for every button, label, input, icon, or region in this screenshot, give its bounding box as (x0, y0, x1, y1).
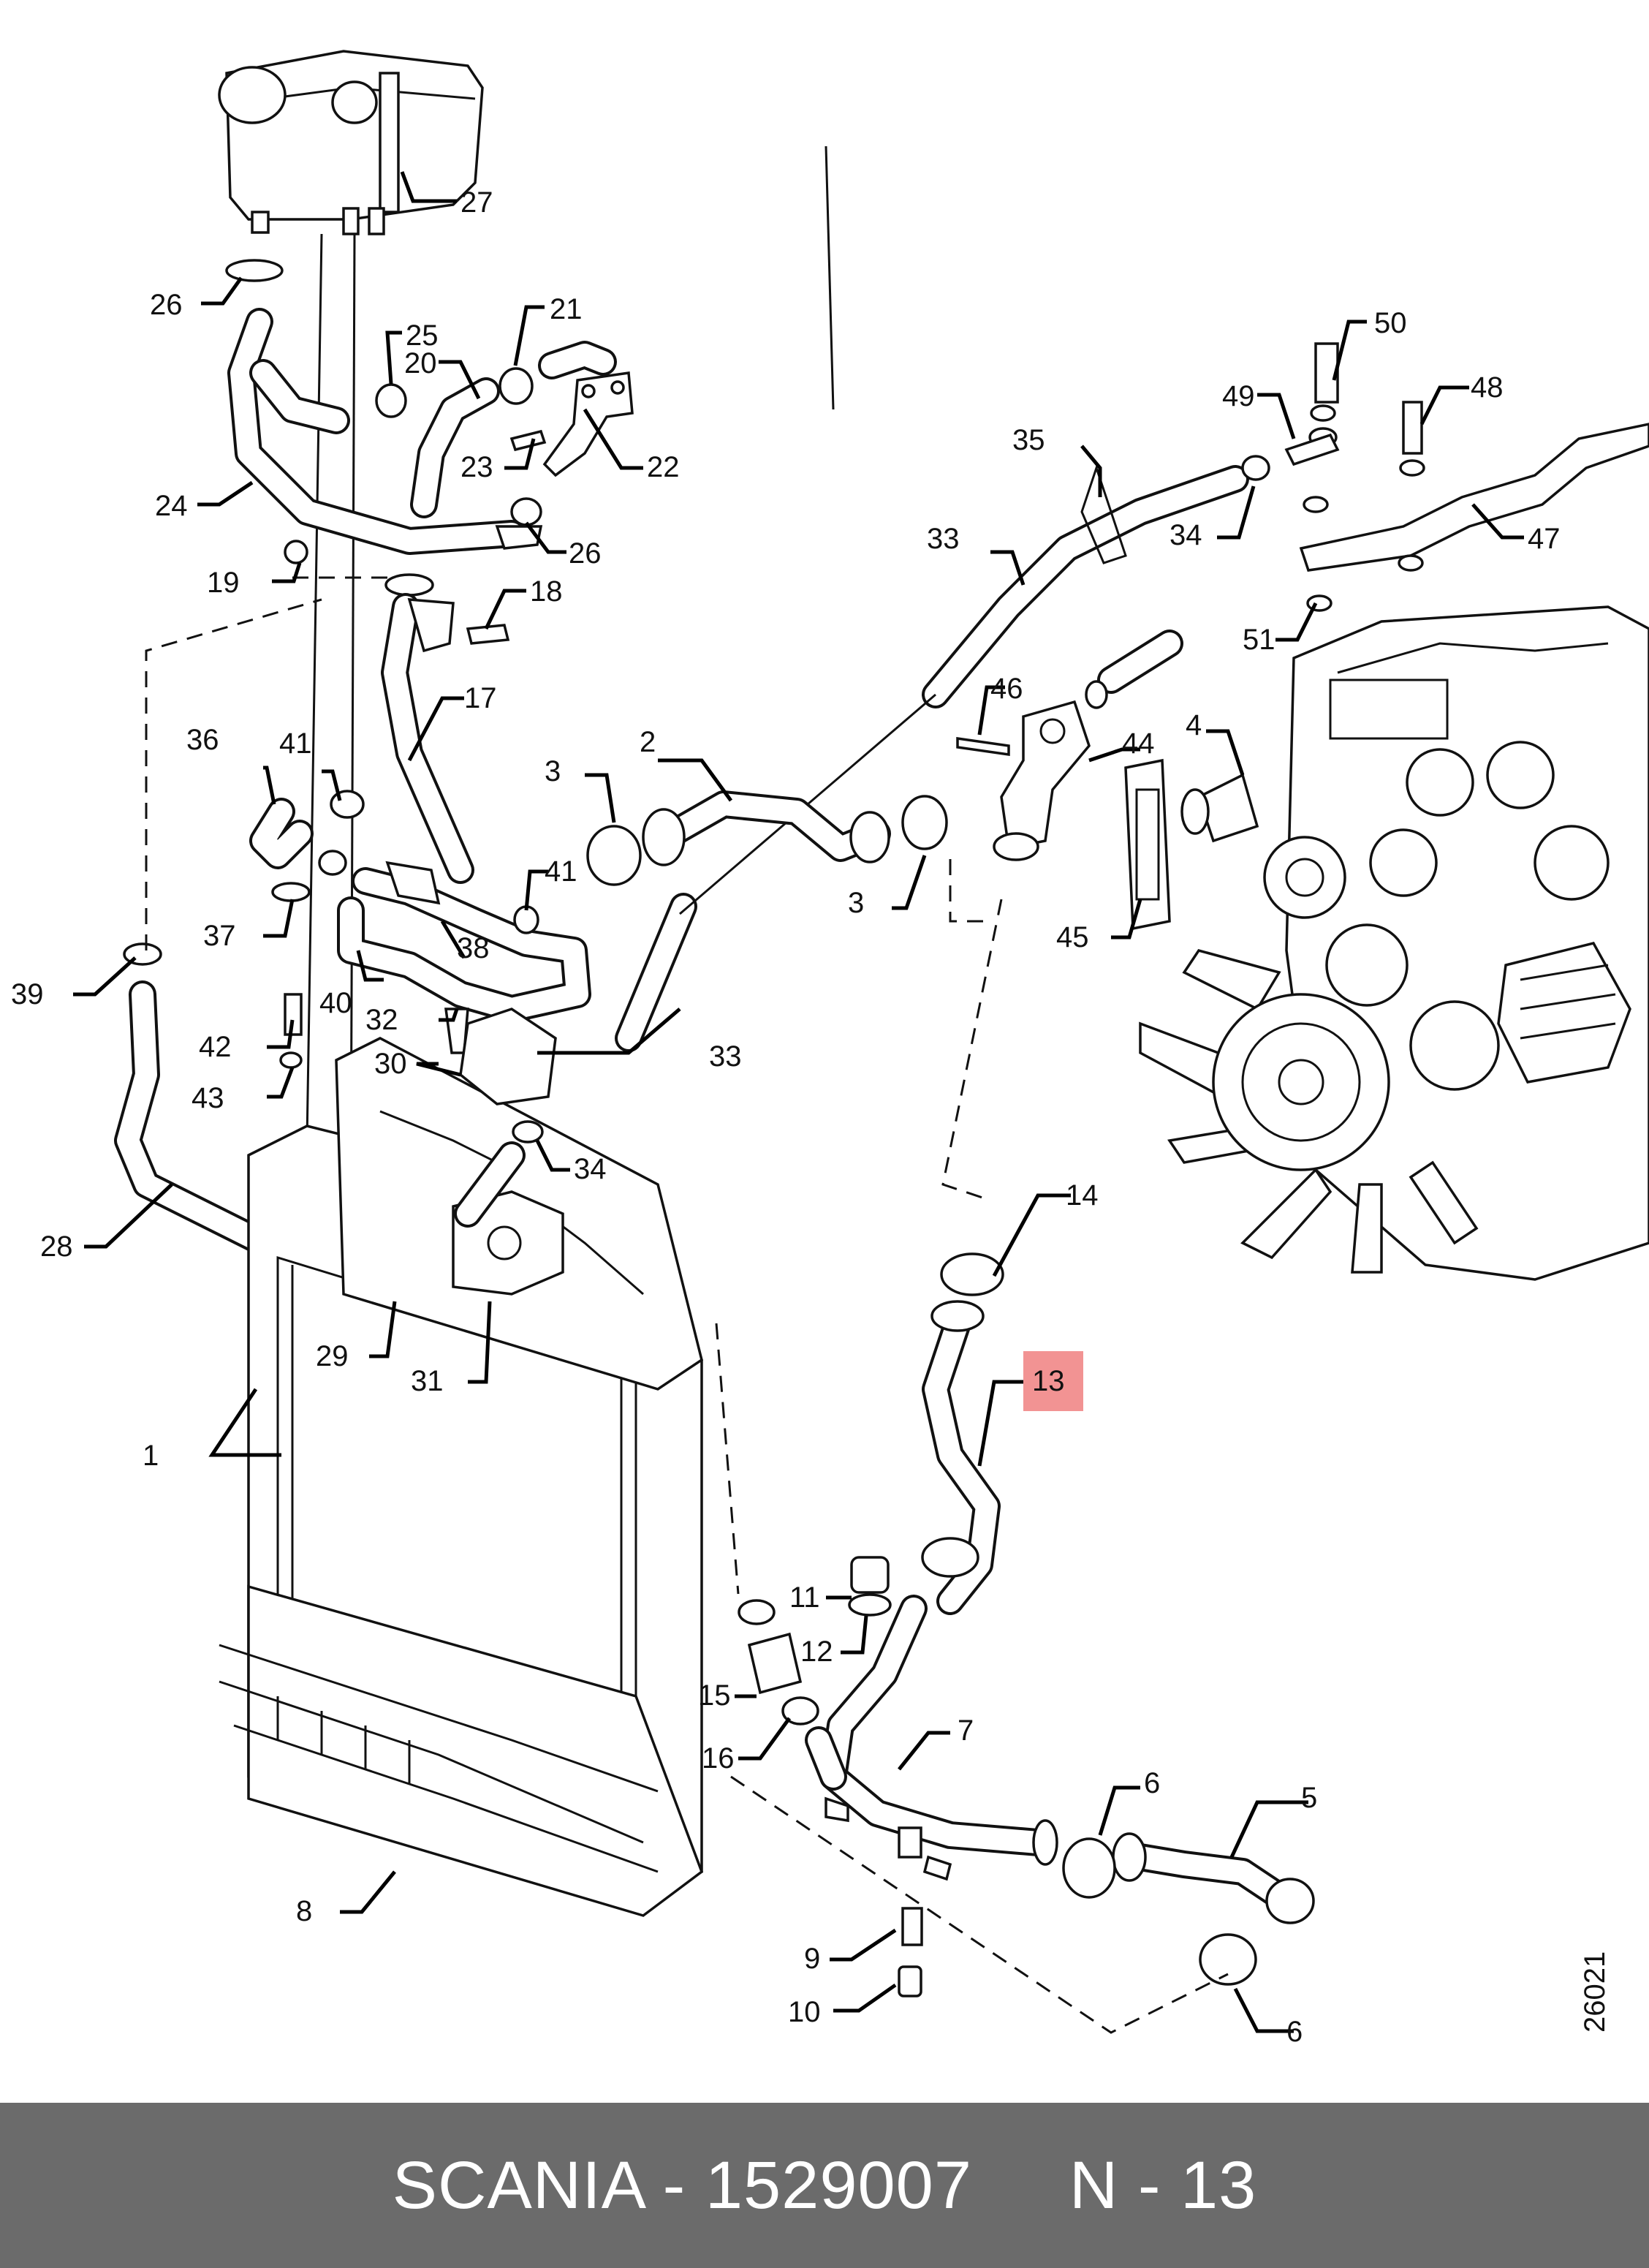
callout-6a: 6 (1144, 1767, 1160, 1799)
callout-27: 27 (460, 186, 493, 219)
small-parts-9-16 (738, 1556, 923, 1997)
footer-caption: SCANIA - 1529007 N - 13 (392, 2147, 1257, 2223)
callout-3b: 3 (848, 887, 864, 919)
callout-45: 45 (1056, 921, 1089, 953)
expansion-tank (218, 50, 484, 235)
callout-8: 8 (296, 1895, 312, 1927)
diagram-code: 26021 (1579, 1951, 1611, 2033)
fan (1139, 948, 1479, 1274)
callout-24: 24 (155, 490, 188, 522)
callout-37: 37 (203, 920, 236, 952)
callout-51: 51 (1243, 624, 1275, 656)
thermostat-housing (452, 1008, 564, 1296)
leader-lines (73, 171, 1524, 2033)
parts-diagram: 1 2 3 3 4 5 6 6 7 8 9 10 11 12 13 14 15 … (11, 50, 1649, 2048)
callout-2: 2 (640, 726, 656, 758)
callout-40: 40 (319, 987, 352, 1019)
callout-10: 10 (788, 1996, 821, 2028)
hose-33 (615, 455, 1270, 1052)
callout-31: 31 (411, 1365, 444, 1397)
callout-26b: 26 (569, 537, 602, 570)
hose-13 (921, 1252, 1004, 1615)
callout-17: 17 (464, 682, 497, 714)
footer-bar: SCANIA - 1529007 N - 13 (0, 2103, 1649, 2268)
callout-15: 15 (698, 1679, 731, 1712)
callout-5: 5 (1301, 1782, 1317, 1814)
callout-20: 20 (404, 347, 437, 379)
callout-1: 1 (143, 1440, 159, 1472)
hose-21 (538, 341, 617, 379)
clamps-upper (225, 259, 547, 597)
hose-40 (337, 867, 591, 1023)
callout-7: 7 (958, 1715, 974, 1747)
callout-41a: 41 (279, 727, 312, 760)
callout-12: 12 (800, 1636, 833, 1668)
callout-30: 30 (374, 1048, 407, 1080)
callout-9: 9 (804, 1943, 820, 1975)
hose-20 (410, 377, 500, 518)
callout-6b: 6 (1286, 2016, 1303, 2048)
callout-22: 22 (647, 451, 680, 483)
bracket-47 (1284, 342, 1649, 612)
callout-25: 25 (406, 320, 439, 352)
lower-frame (219, 1644, 659, 1873)
callout-29: 29 (316, 1340, 349, 1372)
callout-34b: 34 (574, 1153, 607, 1185)
small-fittings (271, 790, 539, 1069)
hose-5 (1062, 1832, 1315, 1986)
hose-2 (586, 790, 948, 886)
callout-labels: 1 2 3 3 4 5 6 6 7 8 9 10 11 12 13 14 15 … (11, 186, 1561, 2048)
callout-50: 50 (1374, 307, 1407, 339)
callout-46: 46 (990, 673, 1023, 705)
callout-47: 47 (1528, 523, 1561, 555)
callout-35: 35 (1012, 424, 1045, 456)
hose-24 (227, 308, 543, 555)
callout-28: 28 (40, 1231, 73, 1263)
pipe-7 (805, 1595, 1058, 1881)
callout-33b: 33 (709, 1040, 742, 1073)
engine-block (1180, 605, 1649, 1281)
callout-42: 42 (199, 1031, 232, 1063)
callout-38: 38 (457, 932, 490, 964)
callout-23: 23 (460, 451, 493, 483)
callout-34a: 34 (1170, 519, 1202, 551)
callout-32: 32 (365, 1004, 398, 1036)
callout-36: 36 (186, 724, 219, 756)
callout-21: 21 (550, 293, 583, 325)
callout-16: 16 (702, 1742, 735, 1774)
hose-36 (249, 798, 314, 869)
callout-13: 13 (1032, 1365, 1065, 1397)
callout-44: 44 (1122, 727, 1155, 760)
callout-3a: 3 (545, 755, 561, 787)
coolant-outlet (956, 630, 1183, 931)
callout-48: 48 (1471, 371, 1504, 404)
hose-17 (381, 593, 510, 884)
callout-26a: 26 (150, 289, 183, 321)
callout-14: 14 (1066, 1179, 1099, 1212)
callout-39: 39 (11, 978, 44, 1010)
callout-49: 49 (1222, 380, 1255, 412)
radiator (247, 1037, 704, 1917)
dashed-routing (145, 576, 1229, 2034)
callout-18: 18 (530, 575, 563, 608)
callout-43: 43 (192, 1082, 224, 1114)
callout-41b: 41 (545, 855, 577, 888)
highlight-box-13 (1023, 1351, 1083, 1411)
callout-4: 4 (1186, 709, 1202, 741)
callout-33a: 33 (927, 523, 960, 555)
callout-11: 11 (789, 1581, 820, 1614)
callout-19: 19 (207, 567, 240, 599)
connector-22 (542, 371, 634, 477)
